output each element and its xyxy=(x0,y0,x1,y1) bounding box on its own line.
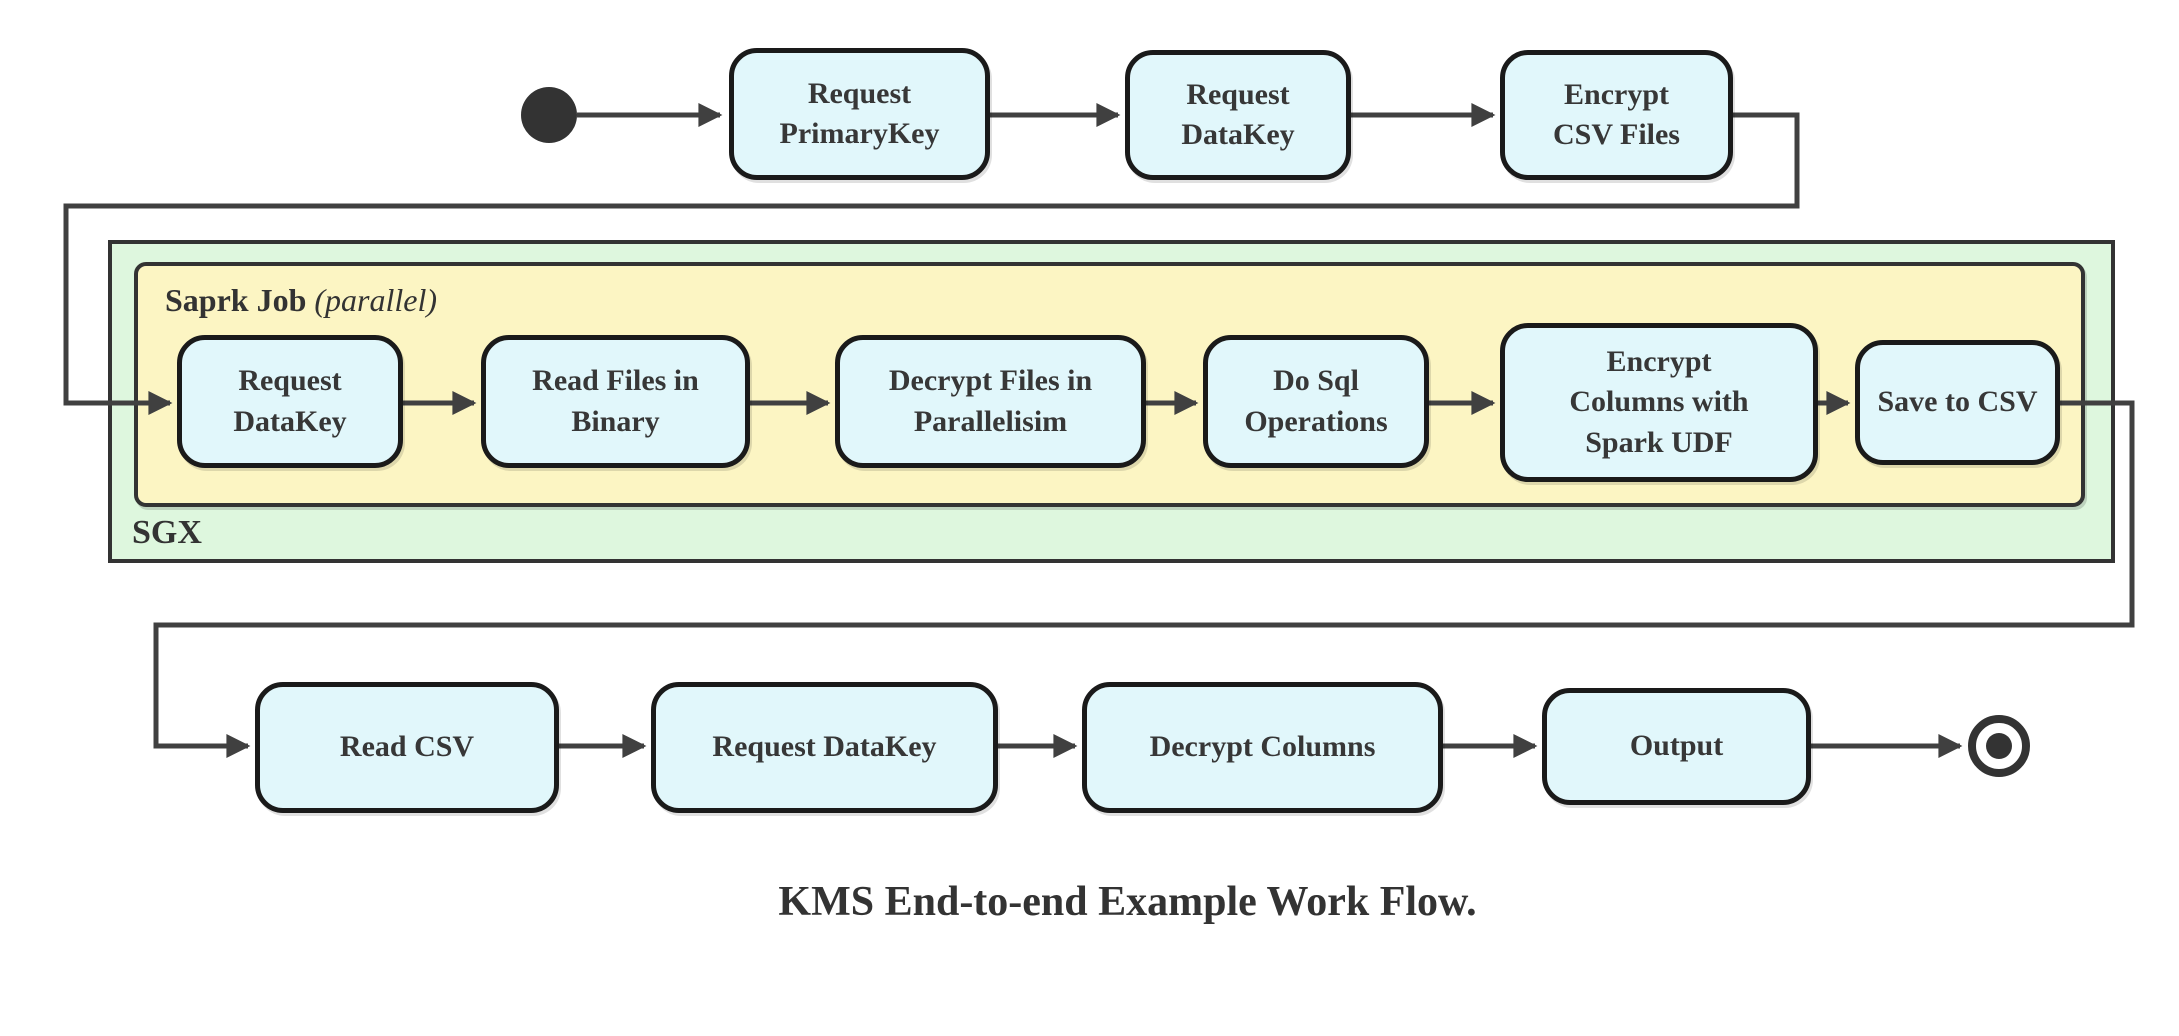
node-read-files-in-binary: Read Files in Binary xyxy=(481,335,750,468)
connector-save-csv-to-read-csv xyxy=(153,400,2135,758)
spark-job-label-italic: (parallel) xyxy=(314,282,438,318)
node-save-to-csv: Save to CSV xyxy=(1855,340,2060,465)
end-node-dot-icon xyxy=(1986,733,2012,759)
node-do-sql-operations: Do Sql Operations xyxy=(1203,335,1429,468)
node-encrypt-csv-files: Encrypt CSV Files xyxy=(1500,50,1733,180)
node-request-datakey-top: Request DataKey xyxy=(1125,50,1351,180)
node-decrypt-columns: Decrypt Columns xyxy=(1082,682,1443,813)
sgx-group-label: SGX xyxy=(132,514,202,551)
node-encrypt-columns-with-spark-udf: Encrypt Columns with Spark UDF xyxy=(1500,323,1818,482)
diagram-caption: KMS End-to-end Example Work Flow. xyxy=(778,879,1477,925)
spark-job-group-label: Saprk Job (parallel) xyxy=(165,282,437,319)
start-node-icon xyxy=(521,87,577,143)
node-sgx-request-datakey: Request DataKey xyxy=(177,335,403,468)
connector-encrypt-csv-to-sgx-request-datakey xyxy=(63,112,1800,415)
node-request-primarykey: Request PrimaryKey xyxy=(729,48,990,180)
node-read-csv: Read CSV xyxy=(255,682,559,813)
spark-job-label-bold: Saprk Job xyxy=(165,282,307,318)
node-request-datakey-bottom: Request DataKey xyxy=(651,682,998,813)
node-output: Output xyxy=(1542,688,1811,805)
node-decrypt-files-in-parallelisim: Decrypt Files in Parallelisim xyxy=(835,335,1146,468)
